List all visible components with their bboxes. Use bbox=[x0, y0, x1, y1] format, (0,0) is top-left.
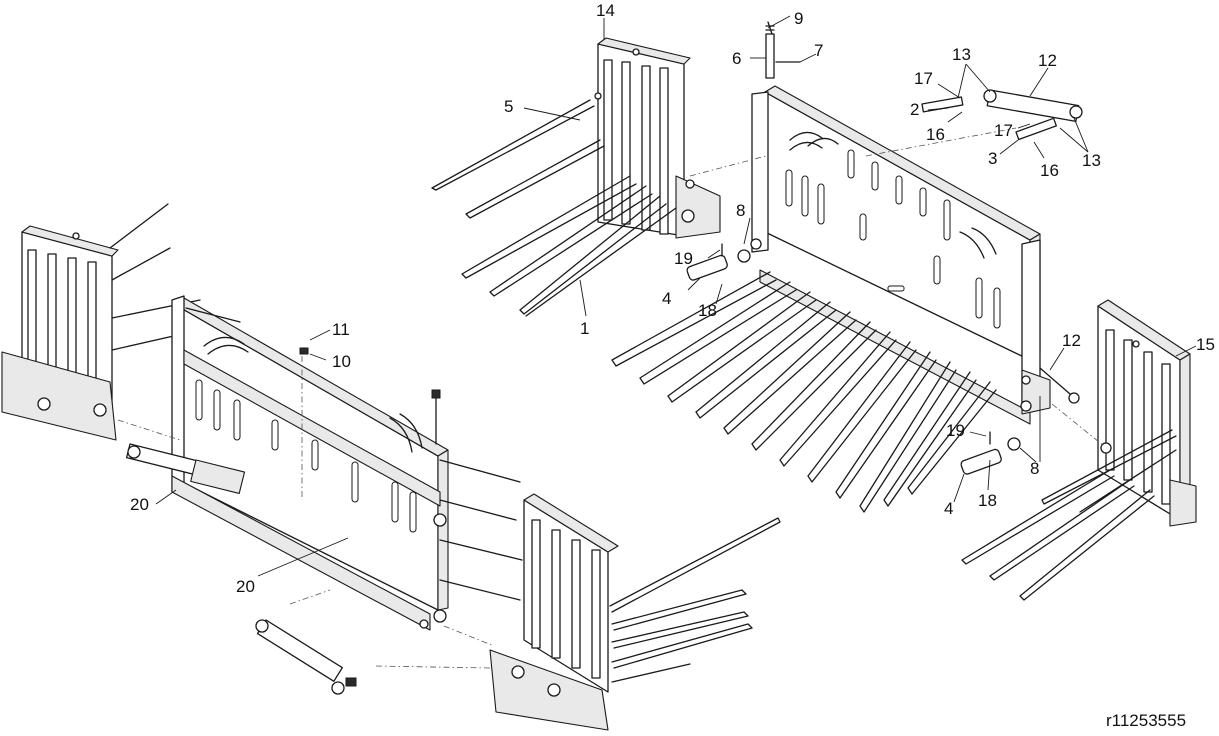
callout-15: 15 bbox=[1196, 335, 1215, 354]
assembly-centerlines bbox=[117, 127, 1105, 669]
callout-14: 14 bbox=[596, 1, 615, 20]
callout-19-upper: 19 bbox=[674, 249, 693, 268]
main-fork-frame-lower bbox=[171, 295, 523, 631]
side-frame-right-15 bbox=[961, 299, 1197, 601]
callout-17-upper: 17 bbox=[914, 69, 933, 88]
hydraulic-cylinder-upper-left bbox=[125, 443, 246, 494]
callout-4-upper: 4 bbox=[662, 289, 671, 308]
callout-16-lower: 16 bbox=[1040, 161, 1059, 180]
callout-8-lower: 8 bbox=[1030, 459, 1039, 478]
callout-labels: 14 9 6 7 5 13 12 17 2 16 17 3 16 13 8 19… bbox=[130, 1, 1215, 730]
hydraulic-cylinder-12-lower bbox=[1039, 367, 1080, 404]
callout-18-upper: 18 bbox=[698, 301, 717, 320]
callout-leaders bbox=[155, 15, 1197, 577]
callout-12-upper: 12 bbox=[1038, 51, 1057, 70]
callout-20-lower: 20 bbox=[236, 577, 255, 596]
callout-4-lower: 4 bbox=[944, 499, 953, 518]
main-fork-frame-upper bbox=[611, 85, 1051, 513]
hydraulic-cylinder-12-upper bbox=[983, 89, 1083, 123]
callout-9: 9 bbox=[794, 9, 803, 28]
hydraulic-cylinder-lower-left bbox=[255, 619, 357, 695]
side-frame-lower-right bbox=[489, 493, 781, 731]
callout-2: 2 bbox=[910, 100, 919, 119]
back-plate-slots bbox=[785, 131, 1001, 329]
callout-13-upper: 13 bbox=[952, 45, 971, 64]
callout-11: 11 bbox=[332, 320, 350, 339]
callout-16-upper: 16 bbox=[926, 125, 945, 144]
callout-20-upper: 20 bbox=[130, 495, 149, 514]
callout-19-lower: 19 bbox=[946, 421, 965, 440]
callout-7: 7 bbox=[814, 41, 823, 60]
pins-and-bushings bbox=[299, 21, 1057, 475]
callout-1: 1 bbox=[580, 319, 589, 338]
callout-5: 5 bbox=[504, 97, 513, 116]
main-frame-lower-tines bbox=[611, 271, 997, 513]
callout-18-lower: 18 bbox=[978, 491, 997, 510]
drawing-number: r11253555 bbox=[1106, 711, 1186, 730]
callout-13-lower: 13 bbox=[1082, 151, 1101, 170]
side-frame-lower-left bbox=[1, 203, 201, 441]
callout-3: 3 bbox=[988, 149, 997, 168]
side-frame-upper-14 bbox=[431, 37, 721, 317]
callout-10: 10 bbox=[332, 352, 351, 371]
callout-8-upper: 8 bbox=[736, 201, 745, 220]
callout-17-lower: 17 bbox=[994, 121, 1013, 140]
callout-6: 6 bbox=[732, 49, 741, 68]
callout-12-lower: 12 bbox=[1062, 331, 1081, 350]
